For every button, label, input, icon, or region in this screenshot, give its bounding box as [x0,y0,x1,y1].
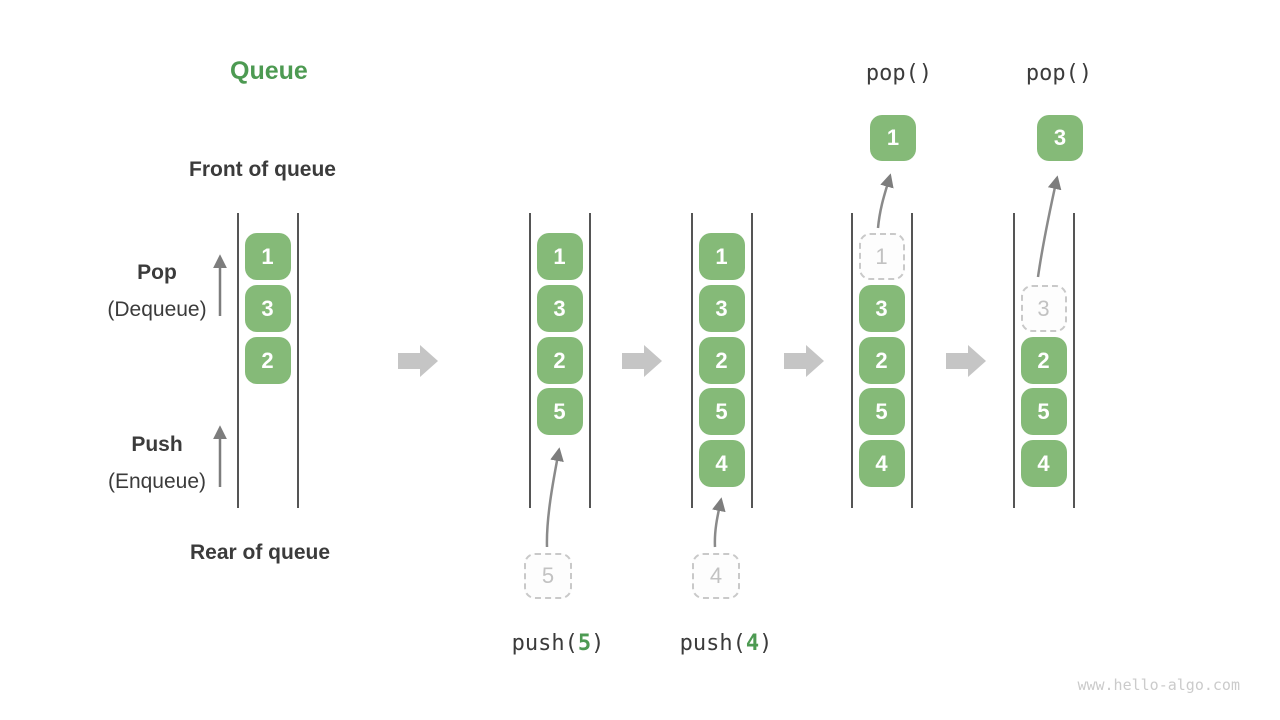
queue-wall-left [1013,213,1015,508]
transition-arrow-4-icon [946,345,986,377]
operation-fn: pop() [1025,61,1093,86]
operation-fn: pop() [865,61,933,86]
queue-item: 5 [1020,388,1067,435]
queue-item: 4 [858,440,905,487]
push-label-group: Push (Enqueue) [72,426,242,500]
queue-item: 3 [858,285,905,332]
pop-label: Pop [137,261,177,284]
state-transition-arrows [398,345,986,377]
queue-item: 2 [536,337,583,384]
queue-item: 1 [244,233,291,280]
pop-3-curve-arrow-icon [1036,175,1062,278]
watermark-text: www.hello-algo.com [1077,676,1240,694]
queue-item: 4 [698,440,745,487]
push-5-curve-arrow-icon [545,447,564,548]
queue-item: 4 [1020,440,1067,487]
queue-item: 2 [698,337,745,384]
queue-item-removed: 3 [1020,285,1067,332]
popped-item: 3 [1037,115,1083,161]
queue-item: 1 [698,233,745,280]
operation-arg: 4 [745,631,760,656]
operation-label: pop() [1026,61,1092,86]
queue-item: 1 [536,233,583,280]
queue-item: 3 [244,285,291,332]
queue-item: 5 [536,388,583,435]
queue-item: 3 [536,285,583,332]
push-4-curve-arrow-icon [712,497,726,548]
queue-item: 5 [698,388,745,435]
queue-wall-left [237,213,239,508]
operation-label: push(5) [512,631,605,656]
popped-item: 1 [870,115,916,161]
enqueue-label: (Enqueue) [107,470,207,493]
queue-wall-right [589,213,591,508]
queue-item-removed: 1 [858,233,905,280]
pop-label-group: Pop (Dequeue) [72,254,242,328]
diagram-title: Queue [230,57,308,85]
queue-wall-right [751,213,753,508]
pop-1-curve-arrow-icon [876,173,894,229]
transition-arrow-2-icon [622,345,662,377]
dequeue-label: (Dequeue) [107,298,207,321]
queue-item: 2 [1020,337,1067,384]
staging-item: 4 [692,553,740,599]
transition-arrow-1-icon [398,345,438,377]
staging-item: 5 [524,553,572,599]
queue-wall-left [851,213,853,508]
front-of-queue-label: Front of queue [189,158,336,181]
queue-wall-right [1073,213,1075,508]
queue-item: 5 [858,388,905,435]
operation-fn: push( [679,631,746,656]
queue-wall-right [297,213,299,508]
queue-item: 3 [698,285,745,332]
queue-item: 2 [858,337,905,384]
queue-wall-left [691,213,693,508]
transition-arrow-3-icon [784,345,824,377]
operation-close: ) [759,631,773,656]
operation-arg: 5 [577,631,592,656]
queue-wall-right [911,213,913,508]
rear-of-queue-label: Rear of queue [190,541,331,564]
queue-item: 2 [244,337,291,384]
queue-wall-left [529,213,531,508]
push-label: Push [131,433,183,456]
operation-label: pop() [866,61,932,86]
operation-close: ) [591,631,605,656]
operation-label: push(4) [680,631,773,656]
operation-fn: push( [511,631,578,656]
